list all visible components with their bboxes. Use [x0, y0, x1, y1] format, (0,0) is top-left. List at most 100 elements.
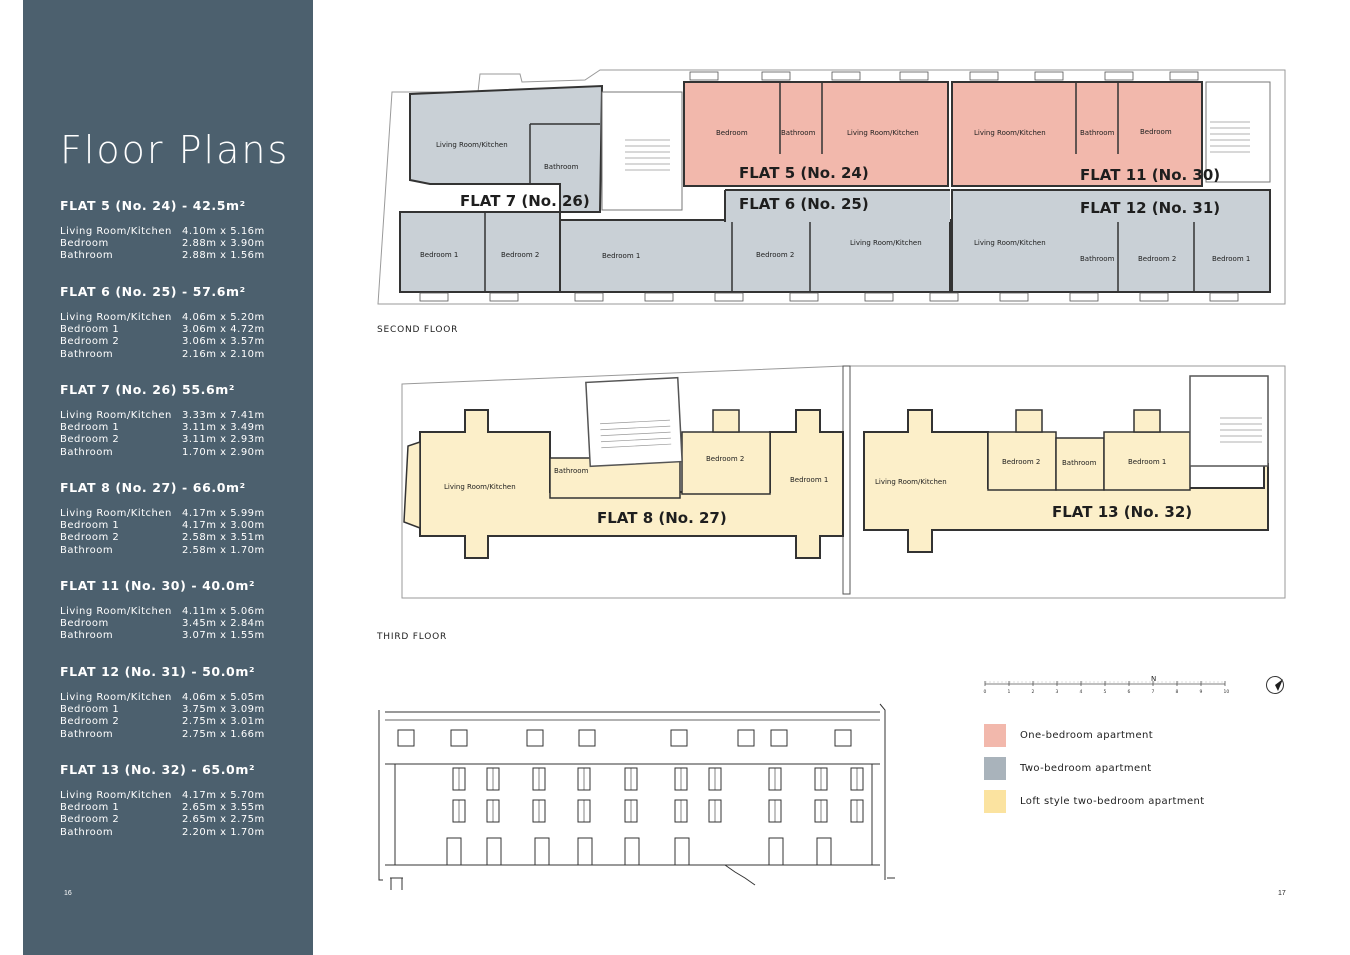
room-name: Bathroom: [60, 544, 114, 556]
room-dimensions: 4.17m x 5.99m: [182, 508, 265, 519]
room-dimensions: 2.20m x 1.70m: [182, 826, 265, 838]
room-label: Bedroom 1: [790, 476, 828, 484]
room-name: Bedroom 2: [60, 716, 120, 728]
room-label: Bedroom 1: [1128, 458, 1166, 466]
room-dimensions: 3.07m x 1.55m: [182, 630, 265, 642]
page-title: Floor Plans: [60, 128, 290, 172]
room-label: Bathroom: [554, 467, 589, 475]
room-label: Bedroom: [1140, 128, 1172, 136]
room-row: Bathroom 2.16m x 2.10m: [60, 349, 300, 361]
room-dimensions: 3.45m x 2.84m: [182, 618, 265, 630]
room-dimensions: 3.06m x 4.72m: [182, 324, 265, 336]
room-label: Living Room/Kitchen: [974, 129, 1046, 137]
room-label: Living Room/Kitchen: [974, 239, 1046, 247]
room-dimensions: 4.11m x 5.06m: [182, 606, 265, 617]
flat-schedule-block: FLAT 11 (No. 30) - 40.0m² Living Room/Kit…: [60, 578, 300, 643]
scale-tick-label: 3: [1056, 689, 1059, 695]
flat-5-area: [683, 81, 949, 187]
scale-tick-label: 6: [1128, 689, 1131, 695]
room-dimensions: 2.65m x 2.75m: [182, 814, 265, 826]
room-row: Bedroom 1 3.06m x 4.72m: [60, 324, 300, 336]
room-label: Bedroom 2: [706, 455, 744, 463]
room-label: Bathroom: [544, 163, 579, 171]
legend-swatch: [984, 724, 1006, 747]
page-number-right: 17: [1278, 890, 1286, 897]
room-row: Bedroom 2 3.06m x 3.57m: [60, 336, 300, 348]
room-name: Bedroom 2: [60, 336, 120, 348]
flat-schedule-block: FLAT 6 (No. 25) - 57.6m² Living Room/Kitc…: [60, 284, 300, 361]
room-name: Bedroom 2: [60, 532, 120, 544]
room-dimensions: 3.11m x 3.49m: [182, 422, 265, 434]
room-name: Living Room/Kitchen: [60, 508, 172, 519]
room-name: Bathroom: [60, 250, 114, 262]
flat-heading: FLAT 11 (No. 30) - 40.0m²: [60, 578, 256, 593]
room-name: Living Room/Kitchen: [60, 226, 172, 237]
flat-heading: FLAT 6 (No. 25) - 57.6m²: [60, 284, 246, 299]
room-name: Bedroom 1: [60, 802, 120, 814]
north-arrow-icon: [1266, 676, 1284, 694]
room-label: Bedroom 2: [1138, 255, 1176, 263]
room-label: Living Room/Kitchen: [875, 478, 947, 486]
room-dimensions: 4.06m x 5.20m: [182, 312, 265, 323]
room-label: Bathroom: [1080, 129, 1115, 137]
room-dimensions: 3.11m x 2.93m: [182, 434, 265, 446]
flat-12-area: [951, 189, 1271, 293]
room-dimensions: 3.06m x 3.57m: [182, 336, 265, 348]
room-name: Bedroom 1: [60, 422, 120, 434]
room-dimensions: 2.88m x 3.90m: [182, 238, 265, 250]
scale-tick-label: 9: [1200, 689, 1203, 695]
room-row: Living Room/Kitchen 4.17m x 5.99m: [60, 508, 300, 520]
flat-7-label: FLAT 7 (No. 26): [460, 192, 590, 210]
room-label: Bedroom 1: [420, 251, 458, 259]
legend-item: One-bedroom apartment: [984, 724, 1205, 747]
room-name: Living Room/Kitchen: [60, 410, 172, 421]
flat-13-label: FLAT 13 (No. 32): [1052, 503, 1192, 521]
page-number-left: 16: [64, 890, 72, 897]
room-label: Bedroom: [716, 129, 748, 137]
room-label: Bathroom: [781, 129, 816, 137]
flat-heading: FLAT 13 (No. 32) - 65.0m²: [60, 762, 256, 777]
flat-schedule-block: FLAT 13 (No. 32) - 65.0m² Living Room/Kit…: [60, 762, 300, 839]
floor-label-third: THIRD FLOOR: [377, 632, 448, 642]
room-label: Living Room/Kitchen: [850, 239, 922, 247]
room-name: Bedroom: [60, 618, 109, 630]
room-name: Bathroom: [60, 348, 114, 360]
room-name: Living Room/Kitchen: [60, 606, 172, 617]
flat-8-area: [419, 409, 844, 559]
flat-heading: FLAT 7 (No. 26) 55.6m²: [60, 382, 235, 397]
north-label: N: [1151, 675, 1156, 683]
room-label: Living Room/Kitchen: [847, 129, 919, 137]
room-name: Bathroom: [60, 446, 114, 458]
room-label: Bedroom 2: [1002, 458, 1040, 466]
room-label: Bathroom: [1062, 459, 1097, 467]
room-row: Bedroom 3.45m x 2.84m: [60, 618, 300, 630]
room-dimensions: 2.16m x 2.10m: [182, 348, 265, 360]
room-name: Bedroom 1: [60, 324, 120, 336]
legend-label: Loft style two-bedroom apartment: [1020, 796, 1205, 807]
scale-tick-label: 4: [1080, 689, 1083, 695]
scale-tick-label: 1: [1008, 689, 1011, 695]
room-label: Bedroom 2: [501, 251, 539, 259]
room-row: Bathroom 1.70m x 2.90m: [60, 447, 300, 459]
room-row: Living Room/Kitchen 4.11m x 5.06m: [60, 606, 300, 618]
building-elevation: [378, 703, 895, 890]
room-label: Bedroom 2: [756, 251, 794, 259]
flat-schedule-block: FLAT 7 (No. 26) 55.6m² Living Room/Kitche…: [60, 382, 300, 459]
floor-label-second: SECOND FLOOR: [377, 325, 459, 335]
room-dimensions: 1.70m x 2.90m: [182, 446, 265, 458]
room-name: Living Room/Kitchen: [60, 790, 172, 801]
third-floor-plan: Living Room/Kitchen Bathroom Bedroom 2 B…: [401, 365, 1286, 599]
scale-tick-label: 7: [1152, 689, 1155, 695]
